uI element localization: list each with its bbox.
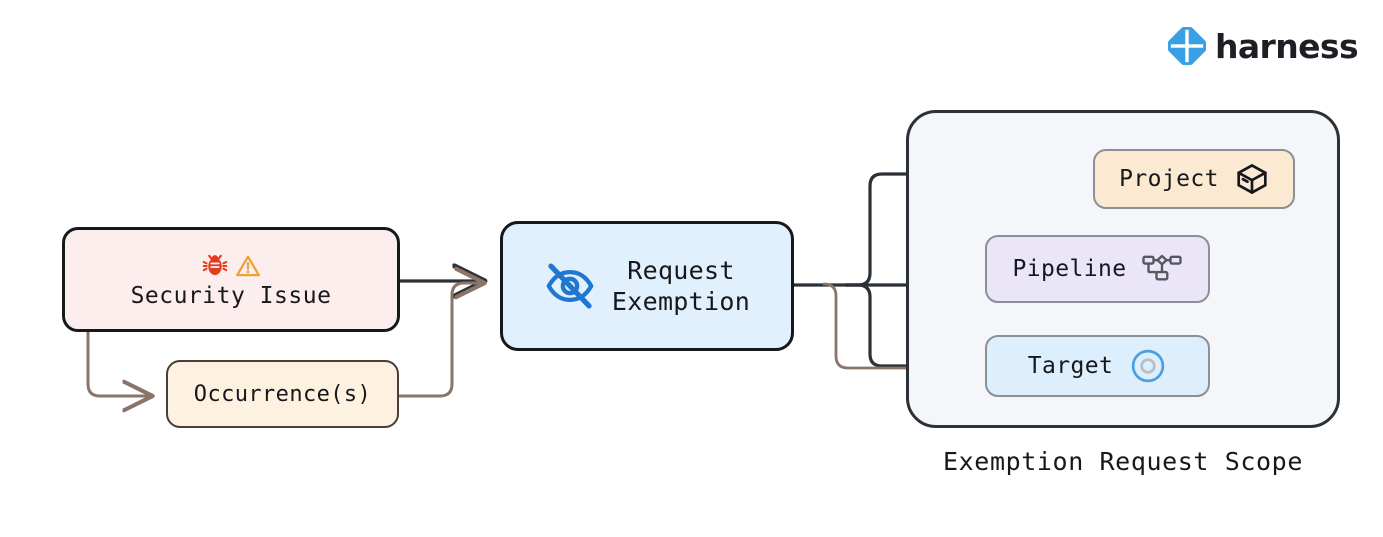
node-occurrences-label: Occurrence(s)	[193, 381, 372, 407]
node-pipeline-label: Pipeline	[1012, 256, 1127, 282]
node-request-exemption[interactable]: Request Exemption	[500, 221, 794, 351]
node-occurrences[interactable]: Occurrence(s)	[166, 360, 399, 428]
exemption-request-scope-caption: Exemption Request Scope	[943, 447, 1303, 476]
warning-triangle-icon	[235, 255, 260, 276]
cube-box-icon	[1237, 164, 1267, 194]
node-pipeline[interactable]: Pipeline	[985, 235, 1210, 303]
node-target[interactable]: Target	[985, 335, 1210, 397]
node-project-label: Project	[1119, 166, 1219, 192]
target-ring-icon	[1132, 349, 1165, 383]
node-project[interactable]: Project	[1093, 149, 1295, 209]
brand-name: harness	[1215, 26, 1359, 66]
brand-lockup: harness	[1168, 26, 1359, 66]
security-issue-icon-row	[202, 251, 261, 281]
eye-off-icon	[546, 263, 594, 309]
edge-occurrence-to-target	[822, 282, 960, 368]
node-target-label: Target	[1027, 353, 1114, 379]
edge-request-to-target	[844, 283, 967, 366]
edge-security-to-occurrence	[86, 330, 150, 396]
bug-icon	[202, 254, 227, 275]
harness-diamond-logo-icon	[1168, 27, 1206, 65]
node-security-issue[interactable]: Security Issue	[62, 227, 400, 332]
pipeline-nodes-icon	[1142, 254, 1183, 281]
node-security-issue-label: Security Issue	[130, 282, 332, 309]
node-request-exemption-label: Request Exemption	[611, 255, 751, 317]
edge-occurrence-to-request	[397, 283, 482, 398]
